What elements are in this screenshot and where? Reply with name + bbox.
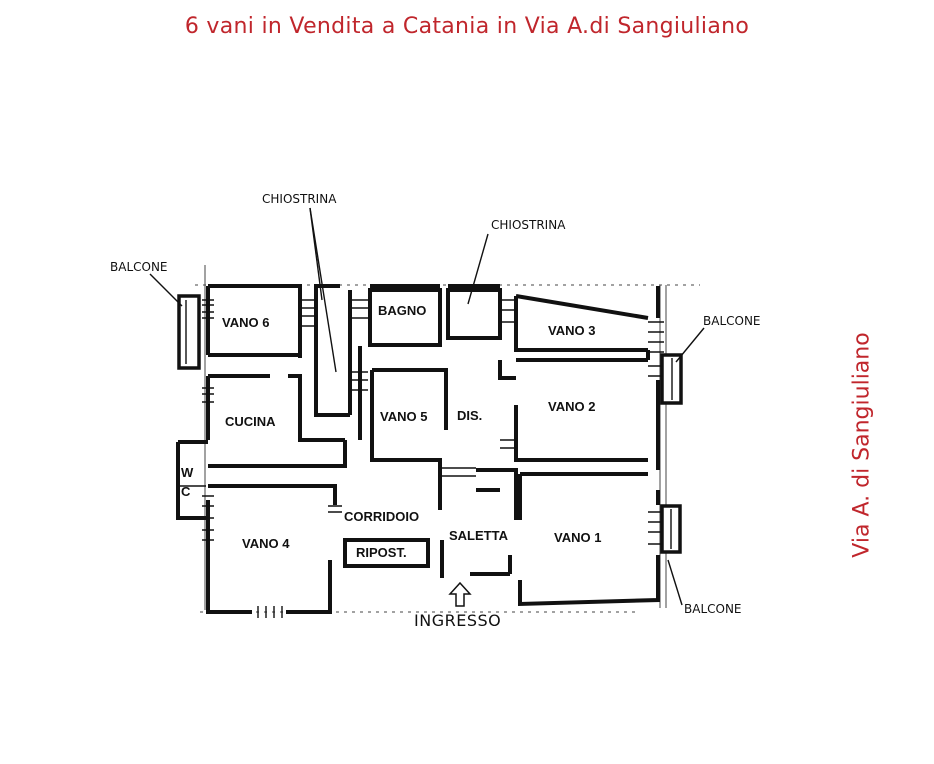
page-title: 6 vani in Vendita a Catania in Via A.di … (184, 14, 750, 39)
annotation-balcone-right-bottom: BALCONE (684, 602, 742, 616)
label-saletta: SALETTA (449, 528, 509, 543)
balcone-left (177, 294, 201, 370)
label-wc-w: W (181, 465, 194, 480)
ingresso-arrow-icon (448, 581, 472, 607)
label-corridoio: CORRIDOIO (344, 509, 419, 524)
label-vano-6: VANO 6 (222, 315, 269, 330)
balconies (177, 294, 683, 554)
annotation-ingresso: INGRESSO (414, 611, 501, 630)
label-vano-4: VANO 4 (242, 536, 290, 551)
label-vano-3: VANO 3 (548, 323, 595, 338)
exterior-walls (206, 284, 660, 614)
interior-walls (176, 286, 648, 578)
annotations: CHIOSTRINA CHIOSTRINA BALCONE BALCONE BA… (110, 192, 761, 630)
label-vano-5: VANO 5 (380, 409, 427, 424)
label-dis: DIS. (457, 408, 482, 423)
label-vano-2: VANO 2 (548, 399, 595, 414)
window-hatches (180, 299, 664, 618)
label-cucina: CUCINA (225, 414, 276, 429)
label-vano-1: VANO 1 (554, 530, 601, 545)
annotation-balcone-left: BALCONE (110, 260, 168, 274)
leader-lines (149, 207, 705, 606)
annotation-chiostrina-left: CHIOSTRINA (262, 192, 337, 206)
label-bagno: BAGNO (378, 303, 426, 318)
annotation-chiostrina-right: CHIOSTRINA (491, 218, 566, 232)
annotation-balcone-right-top: BALCONE (703, 314, 761, 328)
label-wc-c: C (181, 484, 191, 499)
room-labels: VANO 6 BAGNO VANO 3 CUCINA VANO 5 DIS. V… (181, 303, 601, 560)
label-ripost: RIPOST. (356, 545, 407, 560)
